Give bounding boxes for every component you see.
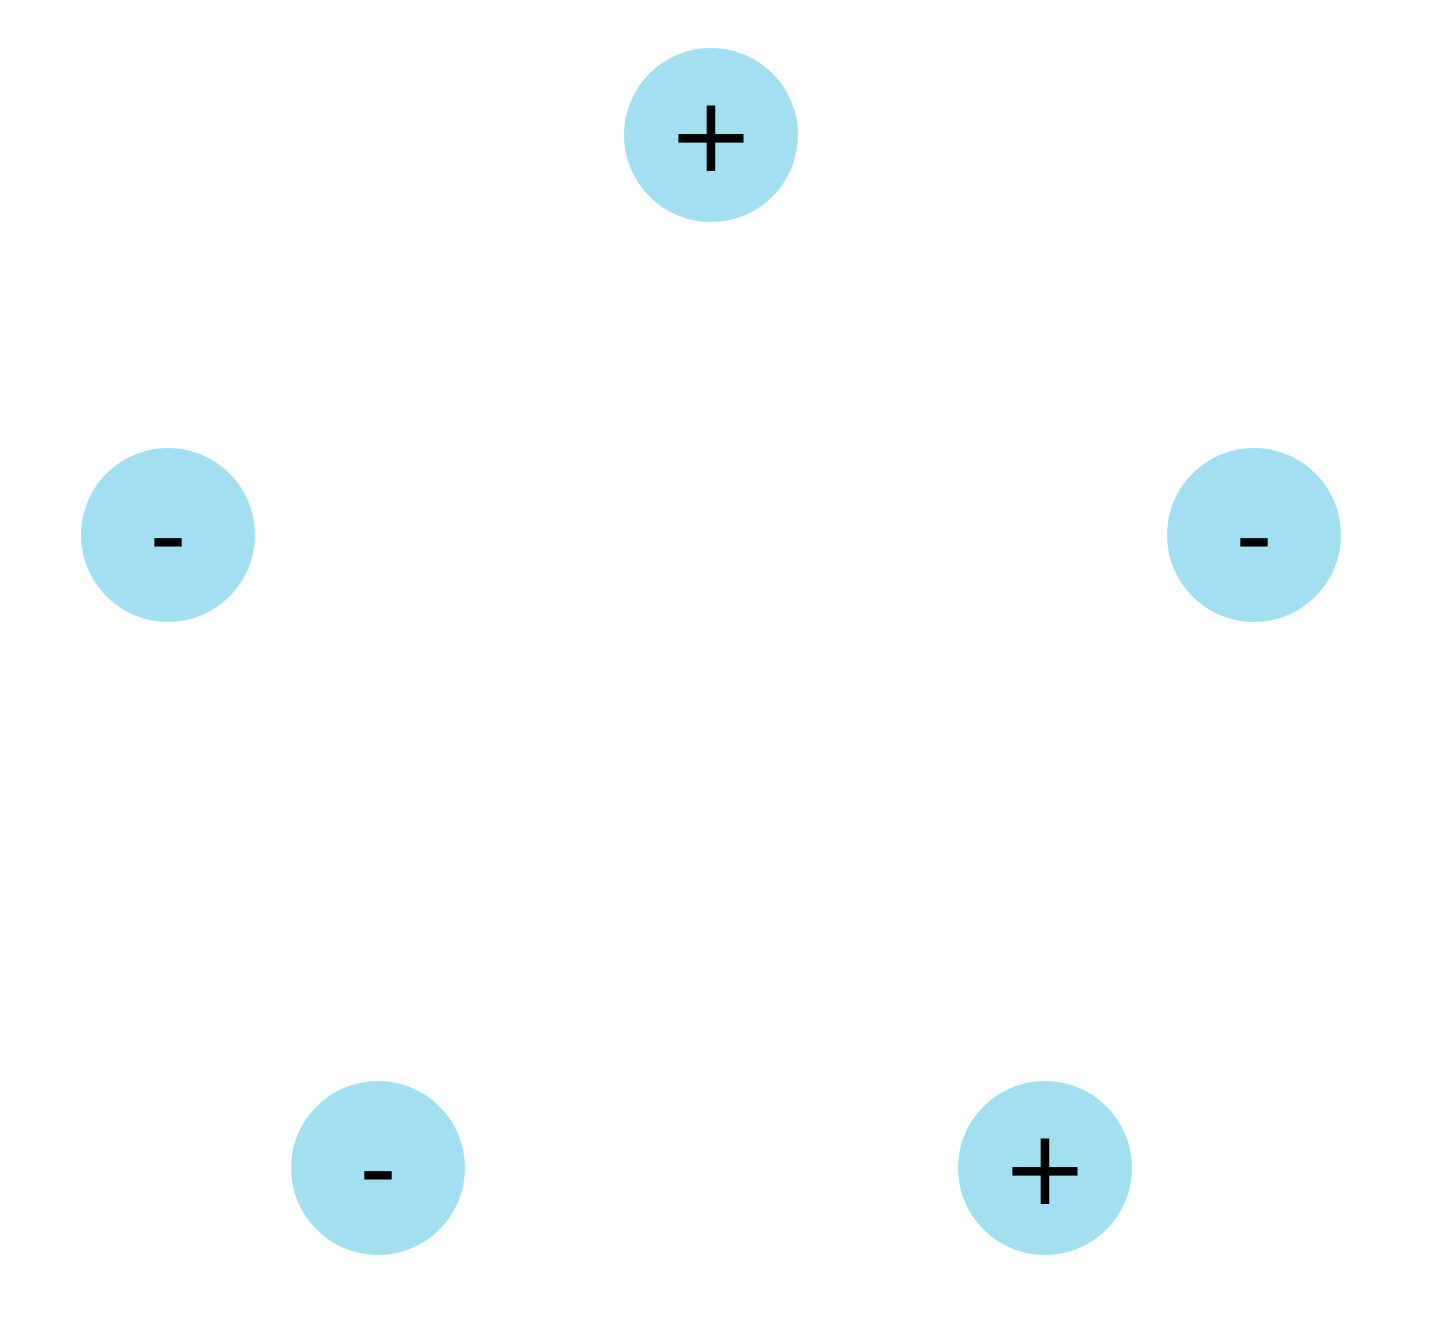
node-negative-right: - [1167, 448, 1341, 622]
node-negative-bottom-left: - [291, 1081, 465, 1255]
node-positive-bottom-right: + [958, 1081, 1132, 1255]
node-label: + [1001, 1107, 1089, 1229]
node-negative-left: - [81, 448, 255, 622]
node-label: + [667, 74, 755, 196]
node-positive-top: + [624, 48, 798, 222]
node-label: - [149, 474, 187, 596]
node-label: - [359, 1107, 397, 1229]
node-label: - [1235, 474, 1273, 596]
